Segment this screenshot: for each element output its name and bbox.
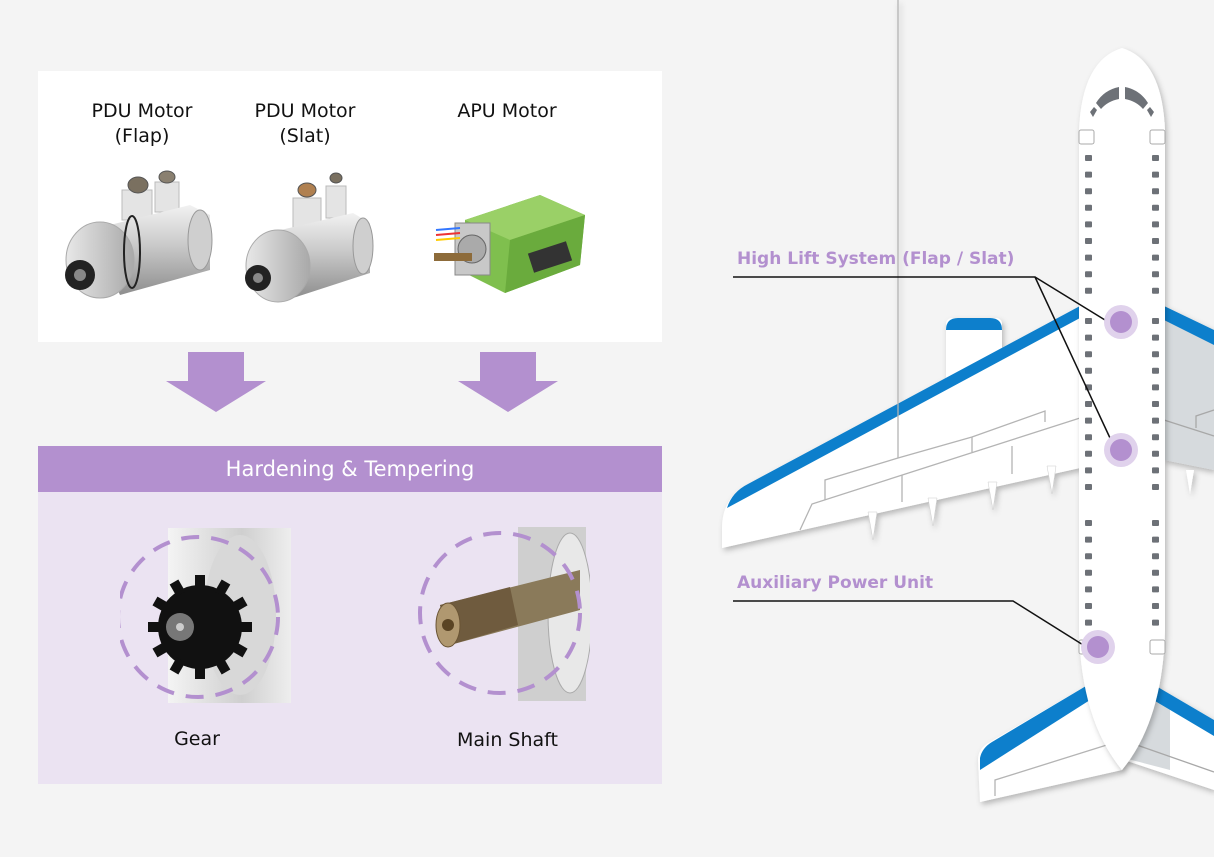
cabin-window: [1085, 188, 1092, 195]
cabin-window: [1085, 484, 1092, 490]
cabin-window: [1152, 520, 1159, 526]
right-wing: [1163, 306, 1214, 494]
motor-label-pdu-flap: PDU Motor (Flap): [72, 99, 212, 149]
cabin-window: [1152, 188, 1159, 195]
gear-image: [120, 528, 291, 703]
fuselage: [1079, 48, 1165, 770]
cabin-window: [1152, 367, 1159, 374]
cabin-window: [1085, 569, 1092, 576]
cabin-window: [1085, 367, 1092, 374]
cabin-window: [1085, 351, 1092, 358]
part-label-gear: Gear: [174, 728, 220, 750]
cabin-window: [1152, 553, 1159, 560]
cabin-window: [1152, 254, 1159, 261]
cabin-window: [1152, 619, 1159, 626]
cabin-window: [1085, 271, 1092, 278]
cabin-window: [1085, 171, 1092, 178]
cabin-window: [1152, 351, 1159, 358]
cabin-window: [1085, 401, 1092, 407]
down-arrow-icon: [166, 352, 266, 412]
cabin-window: [1152, 334, 1159, 341]
left-wing: [722, 0, 1081, 548]
callout-auxiliary-power-unit: Auxiliary Power Unit: [737, 573, 934, 593]
cabin-window: [1085, 520, 1092, 526]
cabin-window: [1085, 467, 1092, 474]
location-marker-apu[interactable]: [1081, 630, 1115, 664]
cabin-windows: [1085, 155, 1159, 626]
pdu-flap-motor-image: [65, 170, 213, 299]
location-marker-high-lift-2[interactable]: [1104, 433, 1138, 467]
cabin-window: [1085, 536, 1092, 543]
cabin-window: [1152, 204, 1159, 211]
motor-label-line1: APU Motor: [457, 100, 557, 122]
motor-label-line2: (Slat): [279, 125, 331, 147]
motor-label-line1: PDU Motor: [91, 100, 193, 122]
cabin-window: [1152, 221, 1159, 228]
cabin-window: [1152, 450, 1159, 457]
cabin-window: [1085, 318, 1092, 324]
cabin-window: [1152, 569, 1159, 576]
cockpit-windows: [1090, 87, 1154, 117]
cabin-window: [1085, 603, 1092, 609]
cabin-window: [1152, 484, 1159, 490]
cabin-window: [1152, 287, 1159, 294]
cabin-window: [1152, 271, 1159, 278]
cabin-window: [1085, 334, 1092, 341]
cabin-window: [1152, 467, 1159, 474]
location-marker-high-lift-1[interactable]: [1104, 305, 1138, 339]
cabin-window: [1085, 204, 1092, 211]
cabin-window: [1152, 434, 1159, 441]
cabin-window: [1152, 536, 1159, 543]
cabin-window: [1152, 238, 1159, 244]
cabin-window: [1152, 318, 1159, 324]
pdu-slat-motor-image: [245, 172, 374, 303]
main-shaft-image: [418, 527, 590, 701]
process-title: Hardening & Tempering: [38, 446, 662, 492]
cabin-window: [1085, 417, 1092, 424]
cabin-window: [1085, 221, 1092, 228]
cabin-window: [1085, 287, 1092, 294]
cabin-window: [1152, 401, 1159, 407]
cabin-window: [1085, 619, 1092, 626]
cabin-window: [1085, 254, 1092, 261]
down-arrow-icon: [458, 352, 558, 412]
apu-motor-image: [434, 195, 585, 293]
cabin-window: [1152, 603, 1159, 609]
callout-high-lift-system: High Lift System (Flap / Slat): [737, 249, 1015, 269]
cabin-window: [1085, 450, 1092, 457]
motor-label-line1: PDU Motor: [254, 100, 356, 122]
motor-label-line2: (Flap): [114, 125, 170, 147]
cabin-window: [1152, 384, 1159, 391]
cabin-window: [1152, 155, 1159, 161]
cabin-window: [1152, 586, 1159, 593]
cabin-window: [1085, 155, 1092, 161]
motor-label-pdu-slat: PDU Motor (Slat): [235, 99, 375, 149]
motor-label-apu: APU Motor: [437, 99, 577, 124]
part-label-main-shaft: Main Shaft: [457, 729, 558, 751]
cabin-window: [1085, 553, 1092, 560]
cabin-window: [1085, 434, 1092, 441]
callout-lines: [733, 276, 1111, 649]
cabin-window: [1085, 238, 1092, 244]
cabin-window: [1152, 417, 1159, 424]
cabin-window: [1152, 171, 1159, 178]
cabin-window: [1085, 586, 1092, 593]
